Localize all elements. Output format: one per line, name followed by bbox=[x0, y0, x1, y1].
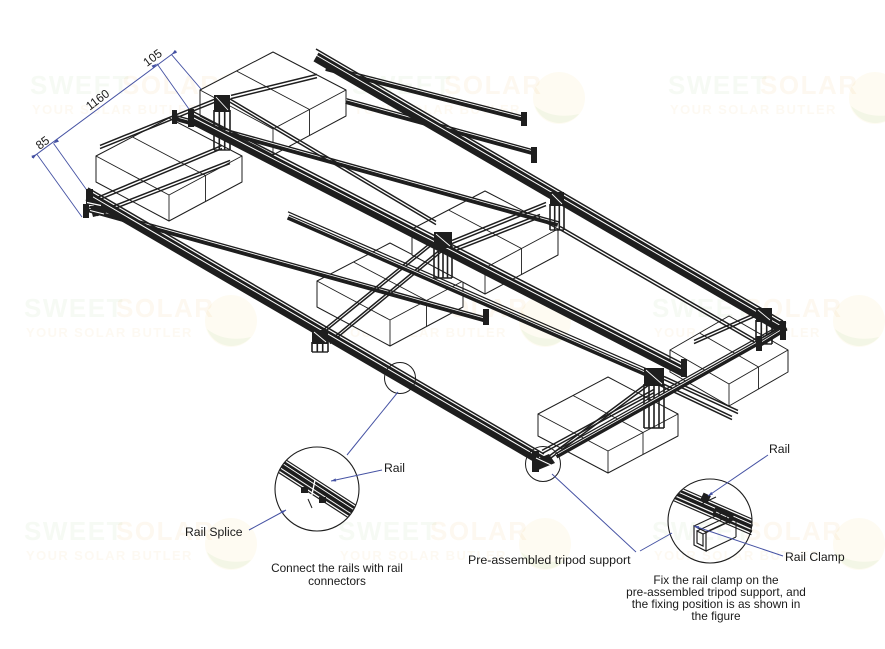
svg-text:Rail: Rail bbox=[769, 442, 790, 456]
svg-text:YOUR SOLAR BUTLER: YOUR SOLAR BUTLER bbox=[670, 102, 837, 117]
svg-text:SWEET: SWEET bbox=[338, 516, 438, 546]
svg-text:Rail Splice: Rail Splice bbox=[185, 525, 243, 539]
svg-text:the figure: the figure bbox=[691, 609, 741, 623]
svg-text:SOLAR: SOLAR bbox=[760, 70, 859, 100]
svg-text:the fixing position is as show: the fixing position is as shown in bbox=[632, 597, 801, 611]
svg-text:SOLAR: SOLAR bbox=[444, 70, 543, 100]
svg-text:Rail: Rail bbox=[384, 461, 405, 475]
svg-text:Pre-assembled tripod support: Pre-assembled tripod support bbox=[468, 553, 631, 567]
svg-text:connectors: connectors bbox=[308, 574, 366, 588]
svg-text:YOUR SOLAR BUTLER: YOUR SOLAR BUTLER bbox=[32, 102, 199, 117]
svg-text:SOLAR: SOLAR bbox=[744, 516, 843, 546]
svg-text:SOLAR: SOLAR bbox=[116, 516, 215, 546]
svg-text:SWEET: SWEET bbox=[30, 70, 130, 100]
svg-text:YOUR SOLAR BUTLER: YOUR SOLAR BUTLER bbox=[26, 325, 193, 340]
svg-text:SWEET: SWEET bbox=[24, 516, 124, 546]
svg-text:SOLAR: SOLAR bbox=[116, 293, 215, 323]
svg-text:Connect the rails with rail: Connect the rails with rail bbox=[271, 561, 403, 575]
svg-text:Fix the rail clamp on the: Fix the rail clamp on the bbox=[653, 573, 779, 587]
svg-text:Rail Clamp: Rail Clamp bbox=[785, 550, 845, 564]
svg-text:SWEET: SWEET bbox=[24, 293, 124, 323]
svg-text:pre-assembled tripod support,: pre-assembled tripod support, and bbox=[626, 585, 806, 599]
svg-text:YOUR SOLAR BUTLER: YOUR SOLAR BUTLER bbox=[654, 548, 821, 563]
svg-text:SOLAR: SOLAR bbox=[430, 516, 529, 546]
svg-text:YOUR SOLAR BUTLER: YOUR SOLAR BUTLER bbox=[340, 548, 507, 563]
svg-text:SWEET: SWEET bbox=[668, 70, 768, 100]
svg-text:YOUR SOLAR BUTLER: YOUR SOLAR BUTLER bbox=[26, 548, 193, 563]
